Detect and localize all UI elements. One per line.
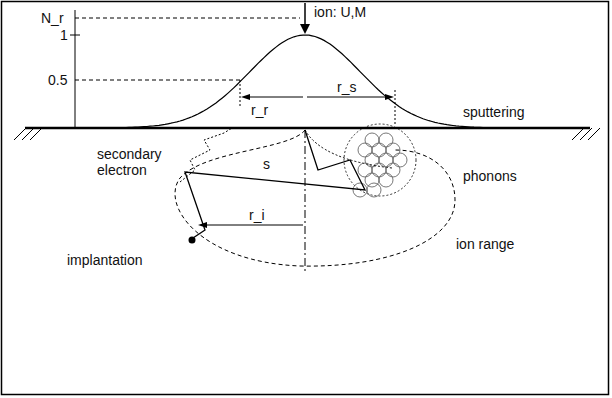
atom (372, 163, 386, 177)
atom (358, 143, 372, 157)
axis (75, 10, 76, 128)
atom (367, 183, 381, 197)
sputter-curve (60, 35, 555, 128)
r-arrow (307, 97, 390, 98)
dimension-label: r_i (248, 207, 266, 223)
process-label: phonons (462, 168, 518, 184)
phonon-region (344, 124, 416, 196)
process-label: secondary electron (96, 146, 178, 178)
dimension-label: r_r (250, 102, 269, 118)
process-label: implantation (66, 252, 144, 268)
atom (386, 143, 400, 157)
region-label: ion range (455, 236, 515, 252)
tick-label: 1 (59, 27, 69, 43)
ion-label: ion: U,M (313, 4, 367, 20)
arrowhead (385, 94, 394, 100)
dashed-level (75, 18, 300, 19)
phonon-boundary (305, 130, 392, 168)
dotted-marker (240, 80, 241, 106)
ion-range-outline (175, 130, 455, 266)
phonon-atoms (353, 133, 407, 197)
frame (2, 2, 609, 395)
surface (25, 127, 590, 130)
arrowhead (241, 94, 250, 100)
r-arrow (206, 225, 303, 226)
ion-path (185, 130, 365, 238)
arrowhead (300, 24, 310, 34)
axis-label: N_r (40, 10, 65, 26)
dashed-half-level (75, 80, 240, 81)
atom (393, 153, 407, 167)
atom (372, 143, 386, 157)
implanted-ion (189, 237, 196, 244)
atom (379, 173, 393, 187)
r-arrow (244, 97, 303, 98)
atom (358, 163, 372, 177)
arrowhead (198, 222, 207, 228)
atom (379, 153, 393, 167)
dotted-marker (395, 90, 396, 124)
process-label: sputtering (462, 104, 525, 120)
dimension-label: s (262, 156, 271, 172)
atom (386, 163, 400, 177)
atom (365, 153, 379, 167)
center-axis (305, 130, 306, 272)
ion-arrow (304, 3, 306, 26)
tick-label: 0.5 (47, 72, 68, 88)
atom (379, 133, 393, 147)
dimension-label: r_s (336, 79, 357, 95)
tick (70, 35, 80, 36)
atom (365, 133, 379, 147)
atom (365, 173, 379, 187)
